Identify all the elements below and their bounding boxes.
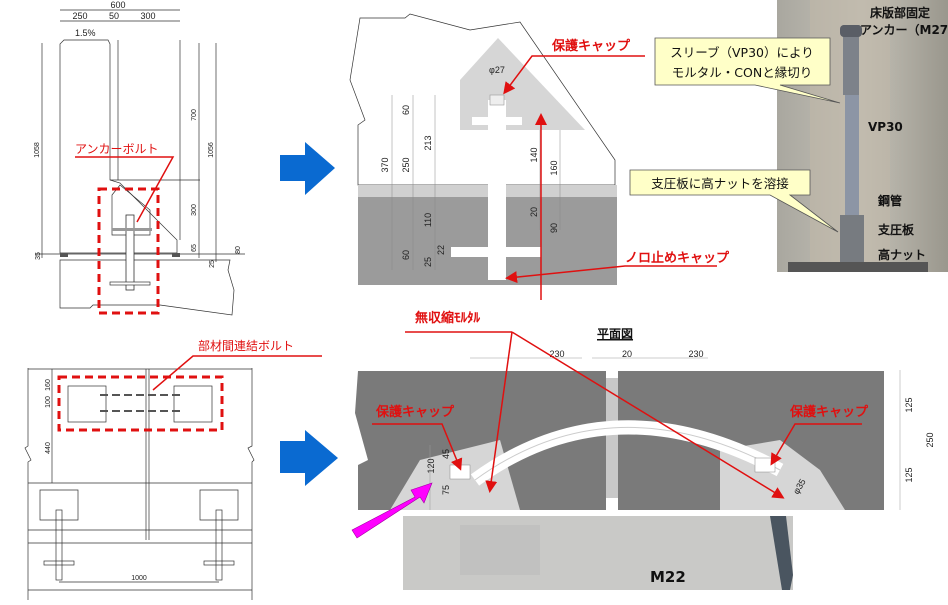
- m22-label: M22: [650, 568, 686, 586]
- anchor-bolt-label: アンカーボルト: [75, 142, 159, 156]
- callout-sleeve-line1: スリーブ（VP30）により: [670, 45, 814, 60]
- callout-weld: 支圧板に高ナットを溶接: [629, 169, 839, 233]
- arrow-right-icon: [280, 430, 338, 486]
- dim-230-right: 230: [688, 349, 703, 359]
- photo-label-m27: アンカー（M27）: [860, 22, 948, 37]
- arrow-right-icon: [280, 142, 335, 195]
- photo-label-high-nut: 高ナット: [878, 247, 926, 262]
- dim-75: 75: [441, 485, 451, 495]
- phi27: φ27: [489, 65, 505, 75]
- dim-1058: 1058: [34, 142, 41, 158]
- dim-125-bottom: 125: [904, 467, 914, 482]
- dim-213: 213: [423, 135, 433, 150]
- dim-50: 50: [109, 11, 119, 21]
- dim-45: 45: [441, 449, 451, 459]
- callout-sleeve: スリーブ（VP30）により モルタル・CONと縁切り: [654, 37, 841, 104]
- dim-1056: 1056: [208, 142, 215, 158]
- callout-weld-text: 支圧板に高ナットを溶接: [651, 176, 789, 191]
- dim-120: 120: [426, 458, 436, 473]
- dim-125-top: 125: [904, 397, 914, 412]
- dim-35: 35: [35, 252, 42, 260]
- mortar-label: 無収縮ﾓﾙﾀﾙ: [415, 310, 481, 326]
- dim-25: 25: [209, 260, 216, 268]
- dim-1000: 1000: [131, 575, 147, 582]
- elevation-drawing: 600 250 50 300 1.5% 1058 700 1056 300 65…: [34, 0, 245, 316]
- dim-22: 22: [436, 245, 446, 255]
- dim-65: 65: [191, 244, 198, 252]
- slope-label: 1.5%: [75, 28, 96, 38]
- dim-160: 160: [549, 160, 559, 175]
- cap-label-right: 保護キャップ: [789, 404, 869, 420]
- plan-view: 230 20 230 120 45 75 125 250 125 φ35 平面図…: [351, 310, 935, 539]
- dim-20: 20: [529, 207, 539, 217]
- cap-label-top: 保護キャップ: [551, 38, 631, 54]
- joint-bolt-drawing: 160 100 440 1000 部材間連結ボルト: [24, 338, 322, 600]
- dim-370: 370: [380, 157, 390, 172]
- dim-440: 440: [45, 442, 52, 454]
- plan-title: 平面図: [597, 327, 633, 341]
- anchor-section-drawing: φ27 370 250 213 60 110 60 25 22 140 160 …: [349, 13, 730, 300]
- dim-300v: 300: [191, 204, 198, 216]
- photo-label-bearing-plate: 支圧板: [877, 222, 915, 237]
- dim-80: 80: [235, 246, 242, 254]
- dim-250: 250: [72, 11, 87, 21]
- pointer-arrow-icon: [351, 482, 433, 539]
- m22-photo: M22: [403, 516, 793, 590]
- callout-sleeve-line2: モルタル・CONと縁切り: [672, 65, 812, 80]
- dim-700: 700: [191, 109, 198, 121]
- photo-label-steel-pipe: 鋼管: [877, 193, 902, 208]
- dim-60: 60: [401, 105, 411, 115]
- dim-600: 600: [110, 0, 125, 10]
- dim-300: 300: [140, 11, 155, 21]
- dim-250: 250: [401, 157, 411, 172]
- dim-250: 250: [925, 432, 935, 447]
- dim-25: 25: [423, 257, 433, 267]
- dim-20: 20: [622, 349, 632, 359]
- cap-label-left: 保護キャップ: [375, 404, 455, 420]
- photo-label-floor-anchor: 床版部固定: [870, 5, 930, 20]
- dim-230-left: 230: [549, 349, 564, 359]
- dim-90: 90: [549, 223, 559, 233]
- dim-60b: 60: [401, 250, 411, 260]
- dim-140: 140: [529, 147, 539, 162]
- noro-cap-label: ノロ止めキャップ: [625, 250, 730, 266]
- joint-bolt-label: 部材間連結ボルト: [198, 338, 294, 353]
- dim-110: 110: [423, 213, 433, 227]
- dim-160: 160: [45, 379, 52, 391]
- dim-100: 100: [45, 396, 52, 408]
- photo-label-vp30: VP30: [868, 120, 903, 134]
